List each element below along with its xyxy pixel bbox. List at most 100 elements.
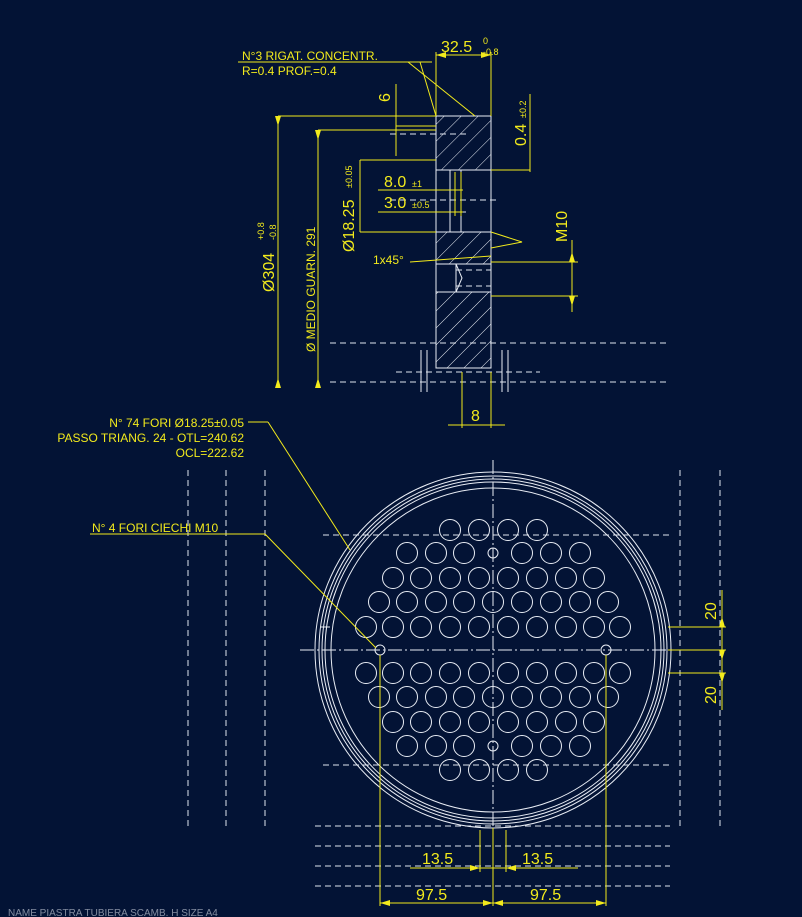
blind-depth-dimension: 8 — [471, 408, 480, 425]
outer-left-dimension: 97.5 — [416, 887, 447, 904]
tube-hole — [439, 616, 461, 638]
tube-hole — [396, 591, 418, 613]
tube-hole — [540, 542, 562, 564]
tube-hole-pattern — [355, 519, 631, 781]
tube-hole — [511, 686, 533, 708]
tube-hole — [439, 662, 461, 684]
groove-note-line2: R=0.4 PROF.=0.4 — [242, 64, 337, 78]
tube-hole-section — [435, 169, 492, 233]
tube-hole — [555, 711, 577, 733]
tube-hole — [382, 567, 404, 589]
tube-hole — [497, 616, 519, 638]
outer-right-dimension: 97.5 — [530, 887, 561, 904]
tube-hole — [583, 711, 605, 733]
hole-b-tol: ±0.5 — [412, 200, 429, 210]
tube-hole — [540, 591, 562, 613]
tube-hole — [396, 542, 418, 564]
inner-right-dimension: 13.5 — [522, 851, 553, 868]
groove-depth-dimension: 0.4 — [513, 124, 530, 146]
hole-diameter-tol: ±0.05 — [344, 166, 354, 188]
tube-hole — [425, 686, 447, 708]
tube-hole — [597, 591, 619, 613]
tube-hole — [497, 759, 519, 781]
tube-hole — [511, 735, 533, 757]
hole-a-tol: ±1 — [412, 179, 422, 189]
tube-hole — [410, 662, 432, 684]
tube-hole — [368, 591, 390, 613]
tube-hole — [382, 711, 404, 733]
tube-hole — [511, 542, 533, 564]
tube-hole — [439, 759, 461, 781]
tube-hole — [526, 616, 548, 638]
chamfer-dimension: 1x45° — [373, 253, 404, 267]
tube-hole — [583, 616, 605, 638]
tube-hole — [396, 735, 418, 757]
tube-hole — [382, 616, 404, 638]
thickness-tol-upper: 0 — [483, 36, 488, 46]
tube-hole — [569, 735, 591, 757]
right-lower-dimension: 20 — [703, 686, 720, 704]
tube-hole — [355, 616, 377, 638]
tube-hole — [425, 735, 447, 757]
section-view: N°3 RIGAT. CONCENTR. R=0.4 PROF.=0.4 32.… — [238, 36, 670, 428]
tube-hole — [569, 542, 591, 564]
tube-hole — [497, 711, 519, 733]
right-upper-dimension: 20 — [703, 602, 720, 620]
tube-hole — [453, 542, 475, 564]
tube-hole — [482, 591, 504, 613]
title-block: NAME PIASTRA TUBIERA SCAMB. H SIZE A4 — [8, 908, 218, 917]
tube-hole — [540, 735, 562, 757]
tube-hole — [468, 759, 490, 781]
tube-hole — [396, 686, 418, 708]
outer-diameter-dimension: Ø304 — [261, 253, 278, 292]
tube-hole — [468, 662, 490, 684]
holes-note-line2: PASSO TRIANG. 24 - OTL=240.62 — [57, 431, 244, 445]
tube-hole — [453, 735, 475, 757]
tube-hole — [609, 616, 631, 638]
tube-hole — [609, 662, 631, 684]
tube-hole — [583, 662, 605, 684]
thickness-dimension: 32.5 — [441, 39, 472, 56]
tube-hole — [410, 567, 432, 589]
blind-hole-bottom — [487, 740, 499, 752]
tube-hole — [368, 686, 390, 708]
tube-hole — [468, 711, 490, 733]
tube-hole — [497, 567, 519, 589]
tube-hole — [540, 686, 562, 708]
blind-hole-top — [487, 547, 499, 559]
plan-view: N° 74 FORI Ø18.25±0.05 PASSO TRIANG. 24 … — [57, 416, 726, 906]
plate-section-bottom — [435, 291, 492, 369]
tube-hole — [482, 686, 504, 708]
tube-hole — [468, 567, 490, 589]
tube-hole — [425, 591, 447, 613]
groove-note-line1: N°3 RIGAT. CONCENTR. — [242, 49, 378, 63]
groove-depth-tol: ±0.2 — [518, 101, 528, 118]
tube-hole — [526, 519, 548, 541]
tube-hole — [468, 519, 490, 541]
thickness-tol-lower: -0.8 — [483, 47, 499, 57]
tube-hole — [425, 542, 447, 564]
tube-hole — [439, 567, 461, 589]
hole-b-dimension: 3.0 — [384, 195, 406, 212]
gasket-diameter-dimension: Ø MEDIO GUARN. 291 — [304, 226, 318, 352]
tube-hole — [410, 616, 432, 638]
inner-left-dimension: 13.5 — [422, 851, 453, 868]
plate-section-top — [435, 115, 492, 171]
tube-hole — [583, 567, 605, 589]
hole-diameter-dimension: Ø18.25 — [341, 199, 358, 252]
tube-hole — [555, 662, 577, 684]
groove-offset-dimension: 6 — [377, 93, 394, 102]
thread-dimension: M10 — [554, 211, 571, 242]
tube-hole — [526, 759, 548, 781]
tube-hole — [526, 567, 548, 589]
tube-hole — [526, 711, 548, 733]
tube-hole — [453, 686, 475, 708]
tube-hole — [355, 662, 377, 684]
holes-note-line1: N° 74 FORI Ø18.25±0.05 — [109, 416, 244, 430]
outer-diameter-tol-lower: -0.8 — [268, 224, 278, 240]
outer-diameter-tol-upper: +0.8 — [256, 222, 266, 240]
blind-holes-note: N° 4 FORI CIECHI M10 — [92, 521, 218, 535]
blind-hole-section — [455, 263, 492, 293]
plate-outline — [435, 115, 492, 369]
